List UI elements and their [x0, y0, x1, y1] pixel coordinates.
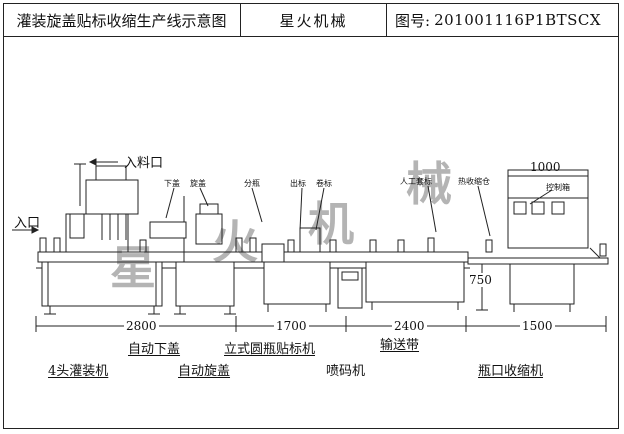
- caption-auto-lower-cap: 自动下盖: [128, 342, 181, 357]
- dimension-1500: 1500: [520, 319, 555, 333]
- drawing-number: 图号: 201001116P1BTSCX: [387, 3, 619, 37]
- leader-heat-shrink: [477, 185, 491, 237]
- callout-heat-shrink: 热收缩仓: [458, 177, 490, 186]
- caption-coder: 喷码机: [326, 364, 366, 379]
- callout-feed-inlet: 入料口: [124, 156, 164, 171]
- watermark-char: 机: [308, 197, 358, 251]
- drawing-frame: [3, 3, 619, 429]
- dimension-750: 750: [468, 273, 493, 287]
- leader-manual-cap: [427, 185, 437, 233]
- shrink-machine: [507, 169, 601, 312]
- leader-roll-label: [315, 187, 325, 231]
- leader-separate-bottle: [251, 187, 263, 223]
- dimension-1000: 1000: [530, 160, 561, 174]
- dimension-2800: 2800: [124, 319, 159, 333]
- caption-conveyor: 输送带: [380, 338, 420, 353]
- leader-lower-cap: [165, 187, 175, 219]
- callout-separate-bottle: 分瓶: [244, 179, 260, 188]
- dimension-1700: 1700: [274, 319, 309, 333]
- callout-inlet: 入口: [14, 216, 41, 231]
- leader-control-box: [529, 189, 553, 205]
- bottles: [39, 237, 607, 257]
- dimension-2400: 2400: [392, 319, 427, 333]
- drawing-number-value: 201001116P1BTSCX: [434, 11, 602, 29]
- inlet-arrowhead: [31, 226, 40, 234]
- callout-roll-label: 卷标: [316, 179, 332, 188]
- watermark-char: 星: [110, 241, 160, 295]
- caption-filler: 4头灌装机: [48, 364, 109, 379]
- watermark-char: 械: [406, 157, 456, 211]
- callout-control-box: 控制箱: [546, 183, 570, 192]
- shrinker-outfeed-rail: [467, 257, 609, 265]
- capping-machine: [149, 196, 236, 315]
- caption-labeler: 立式圆瓶贴标机: [224, 342, 316, 357]
- leader-screw-cap: [199, 187, 209, 207]
- callout-screw-cap: 旋盖: [190, 179, 206, 188]
- feed-inlet-arrowhead: [88, 158, 97, 166]
- coding-machine: [337, 267, 363, 309]
- callout-label-out: 出标: [290, 179, 306, 188]
- company-name: 星火机械: [241, 3, 387, 37]
- caption-shrinker: 瓶口收缩机: [478, 364, 544, 379]
- callout-lower-cap: 下盖: [164, 179, 180, 188]
- title-block: 灌装旋盖贴标收缩生产线示意图 星火机械 图号: 201001116P1BTSCX: [3, 3, 619, 37]
- labeling-machine: [261, 227, 331, 312]
- conveyor-frame: [365, 261, 465, 310]
- watermark-char: 火: [212, 215, 262, 269]
- caption-auto-screw-cap: 自动旋盖: [178, 364, 231, 379]
- filler-machine: [41, 163, 163, 315]
- drawing-title: 灌装旋盖贴标收缩生产线示意图: [3, 3, 241, 37]
- callout-manual-cap: 人工套标: [400, 177, 432, 186]
- leader-label-out: [299, 187, 303, 231]
- drawing-number-label: 图号:: [395, 11, 431, 30]
